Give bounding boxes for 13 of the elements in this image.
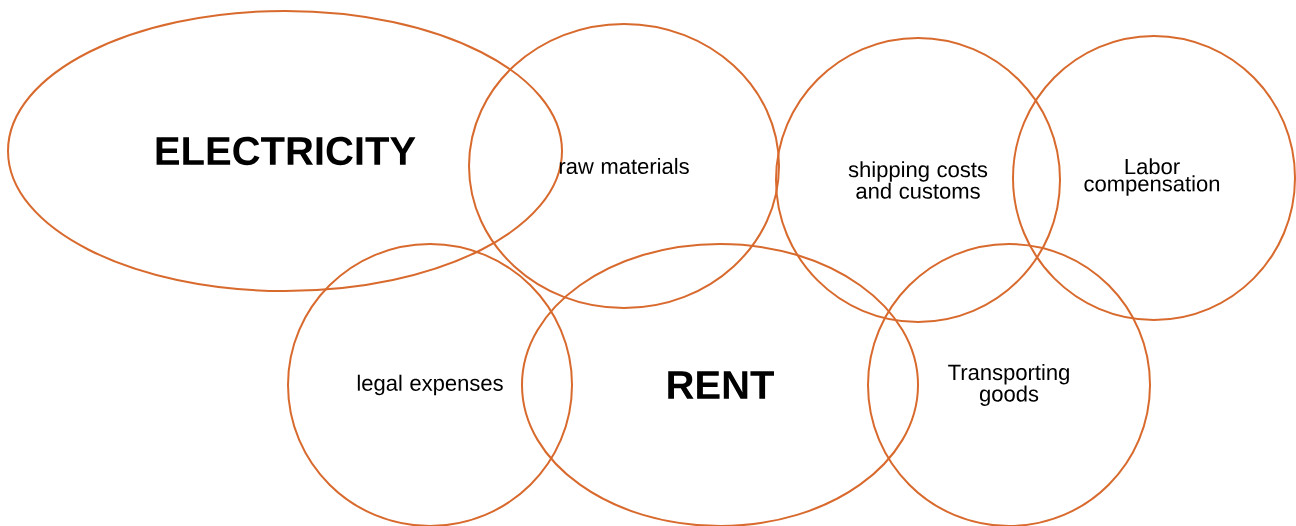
circle-label: legal expenses — [357, 374, 503, 396]
circle-outline — [521, 243, 919, 526]
circle-outline — [867, 243, 1151, 526]
circle-outline — [775, 37, 1061, 323]
circle-label: shipping costs and customs — [848, 161, 988, 199]
circle-outline — [287, 243, 573, 526]
circle-outline — [468, 23, 780, 309]
circle-label: raw materials — [559, 157, 689, 175]
circle-label: Labor compensation — [1084, 158, 1220, 196]
circle-outline — [1012, 35, 1296, 321]
circle-label: Transporting goods — [948, 363, 1069, 406]
circle-label: RENT — [668, 371, 774, 399]
circle-label: ELECTRICITY — [156, 136, 416, 166]
